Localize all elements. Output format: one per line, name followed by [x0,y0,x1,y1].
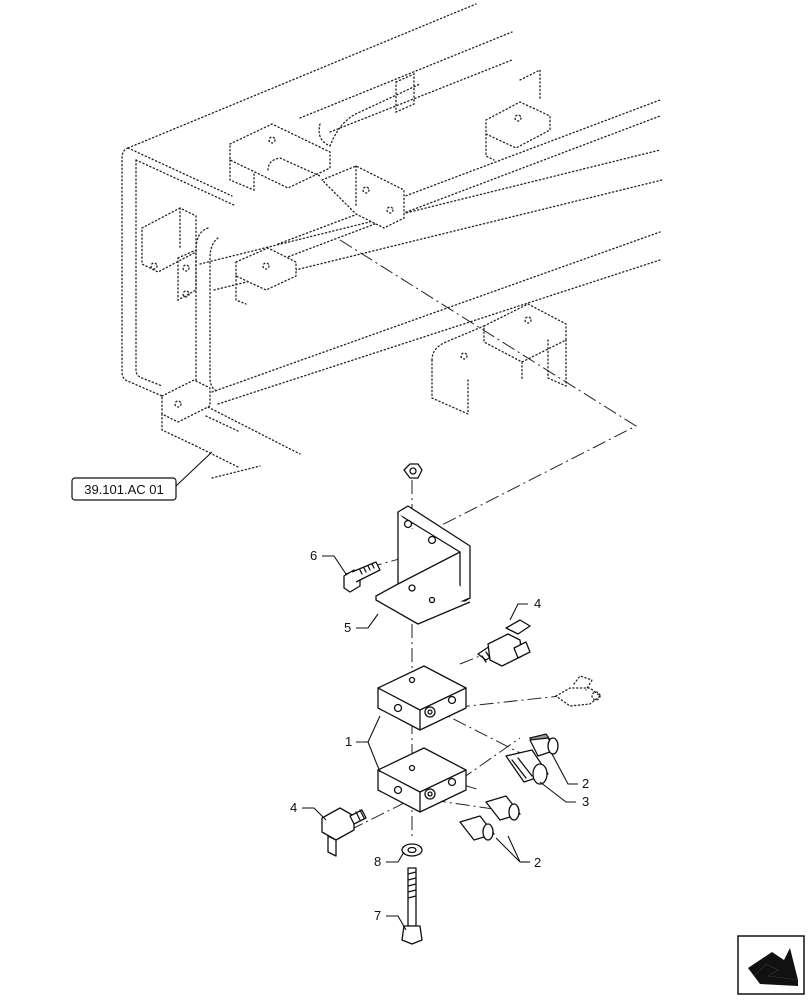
callout-4-upper: 4 [534,596,541,611]
lock-nut [403,463,423,479]
callout-8: 8 [374,854,381,869]
callout-2-upper: 2 [582,776,589,791]
callout-5: 5 [344,620,351,635]
manifold-block-lower [377,747,467,813]
nipple-fitting-2-upper [529,733,559,757]
leader-lines [175,451,578,931]
nipple-fitting-3 [505,749,549,785]
callout-3: 3 [582,794,589,809]
callout-4-lower: 4 [290,800,297,815]
elbow-fitting-faded [554,675,602,707]
callout-2-lower: 2 [534,855,541,870]
callout-1: 1 [345,734,352,749]
elbow-fitting-lower [321,807,367,857]
washer [401,843,423,857]
elbow-fitting-upper [477,619,531,667]
callout-6: 6 [310,548,317,563]
mounting-bracket [375,505,471,625]
nipple-fitting-2-lower-a [485,795,521,821]
callout-7: 7 [374,908,381,923]
manifold-block-upper [377,665,467,731]
nipple-fitting-2-lower-b [459,815,495,841]
callouts: 1 2 2 3 4 4 5 6 7 8 [290,548,589,923]
hex-bolt [343,561,381,593]
frame-ghost [121,3,663,479]
long-bolt [401,867,423,945]
reference-label[interactable]: 39.101.AC 01 [84,482,164,497]
next-page-arrow-icon[interactable] [737,935,805,995]
reference-link[interactable]: 39.101.AC 01 [71,477,177,501]
